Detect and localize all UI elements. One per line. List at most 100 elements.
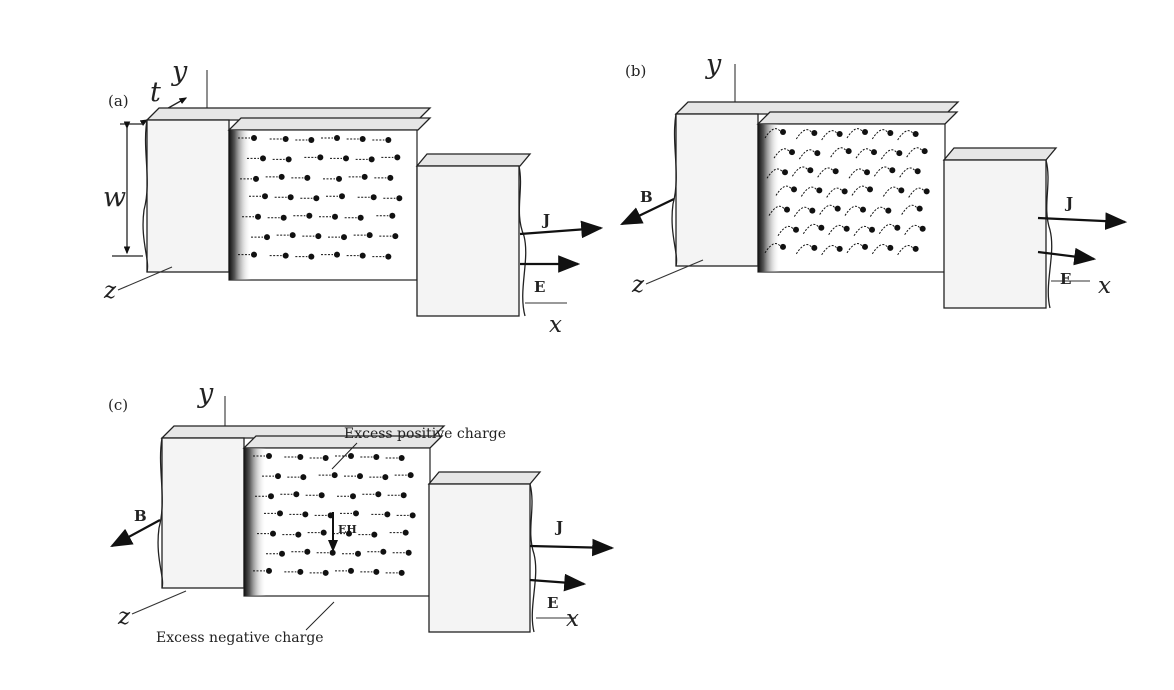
- panel-a-right-top: [415, 153, 532, 167]
- panel-a-e-label: E: [534, 278, 545, 296]
- carrier-trail: [871, 244, 888, 255]
- panel-a-left-contact: [146, 119, 230, 273]
- carrier-trail: [826, 187, 843, 198]
- panel-a-x-label: x: [549, 312, 562, 338]
- carrier-trail: [871, 129, 888, 140]
- panel-a-z-axis: [117, 266, 173, 291]
- carrier-trail: [855, 148, 872, 159]
- carrier-trail: [821, 130, 838, 141]
- charge-carrier: [339, 193, 345, 200]
- charge-carrier: [334, 135, 340, 141]
- charge-carrier: [914, 168, 921, 175]
- charge-carrier: [389, 212, 396, 219]
- charge-carrier: [373, 568, 380, 575]
- carrier-trail: [821, 245, 838, 256]
- charge-carrier: [898, 187, 905, 194]
- charge-carrier: [375, 491, 382, 498]
- panel-b-sample-top: [756, 111, 959, 125]
- panel-c-annotation-negative-leader: [305, 601, 335, 631]
- panel-b-e-arrow: [1037, 247, 1097, 266]
- charge-carrier: [287, 194, 294, 201]
- panel-b-z-axis: [645, 259, 704, 285]
- charge-carrier: [280, 214, 287, 221]
- charge-carrier: [816, 187, 823, 194]
- panel-c-right-contact: [428, 483, 531, 633]
- charge-carrier: [285, 156, 292, 163]
- charge-carrier: [862, 129, 868, 135]
- charge-carrier: [385, 253, 392, 260]
- panel-b-y-label: y: [705, 49, 722, 80]
- charge-carrier: [297, 568, 304, 575]
- panel-b-right-contact: [943, 159, 1047, 309]
- charge-carrier: [266, 567, 272, 574]
- charge-carrier: [341, 234, 347, 241]
- charge-carrier: [348, 567, 354, 574]
- panel-c-sample-shade: [244, 448, 266, 596]
- charge-carrier: [885, 207, 892, 214]
- charge-carrier: [322, 455, 329, 461]
- panel-a-right-break: [518, 165, 527, 317]
- charge-carrier: [889, 167, 896, 174]
- charge-carrier: [860, 206, 866, 213]
- charge-carrier: [834, 205, 841, 212]
- charge-carrier: [355, 550, 361, 557]
- charge-carrier: [896, 150, 903, 157]
- carrier-trail: [773, 148, 790, 159]
- charge-carrier: [809, 207, 816, 214]
- panel-c-b-arrow: [110, 519, 161, 548]
- carrier-trail: [766, 168, 783, 179]
- panel-a-carriers: [238, 135, 403, 260]
- charge-carrier: [780, 129, 786, 135]
- charge-carrier: [370, 194, 377, 201]
- charge-carrier: [253, 175, 259, 182]
- panel-b-left-break: [671, 113, 678, 267]
- charge-carrier: [268, 493, 274, 500]
- charge-carrier: [251, 251, 257, 258]
- charge-carrier: [332, 213, 338, 220]
- charge-carrier: [864, 169, 870, 176]
- carrier-trail: [851, 185, 868, 196]
- charge-carrier: [255, 213, 261, 220]
- charge-carrier: [811, 244, 818, 251]
- charge-carrier: [368, 156, 375, 163]
- charge-carrier: [409, 512, 416, 519]
- carrier-trail: [844, 205, 861, 216]
- panel-b-right-break: [1045, 159, 1053, 309]
- panel-c-left-break: [157, 437, 164, 589]
- panel-c-j-label: J: [554, 518, 563, 536]
- panel-b-b-arrow: [620, 198, 675, 225]
- charge-carrier: [282, 252, 289, 259]
- charge-carrier: [398, 569, 405, 576]
- panel-b-j-label: J: [1064, 194, 1073, 212]
- charge-carrier: [304, 174, 311, 181]
- carrier-trail: [878, 223, 895, 234]
- carrier-trail: [899, 167, 916, 178]
- carrier-trail: [908, 187, 925, 198]
- charge-carrier: [262, 193, 268, 200]
- charge-carrier: [322, 569, 329, 576]
- charge-carrier: [327, 512, 334, 519]
- charge-carrier: [841, 188, 848, 195]
- charge-carrier: [361, 173, 368, 180]
- charge-carrier: [308, 253, 315, 260]
- panel-a-sample-top: [227, 117, 432, 131]
- charge-carrier: [394, 154, 401, 161]
- charge-carrier: [277, 510, 283, 517]
- panel-a-w-label: w: [103, 182, 126, 213]
- charge-carrier: [887, 130, 894, 136]
- charge-carrier: [346, 530, 352, 537]
- charge-carrier: [387, 174, 394, 181]
- panel-c-carriers: [253, 453, 416, 576]
- carrier-trail: [798, 149, 815, 160]
- charge-carrier: [302, 511, 309, 518]
- panel-b-j-arrow: [1037, 212, 1128, 230]
- carrier-trail: [819, 204, 836, 215]
- carrier-trail: [817, 167, 834, 178]
- panel-c-label: (c): [108, 396, 128, 414]
- panel-c-z-axis: [131, 590, 187, 615]
- charge-carrier: [308, 137, 315, 143]
- carrier-trail: [793, 206, 810, 217]
- panel-a-j-arrow: [519, 220, 604, 239]
- panel-b-sample-shade: [758, 124, 780, 272]
- charge-carrier: [371, 531, 378, 538]
